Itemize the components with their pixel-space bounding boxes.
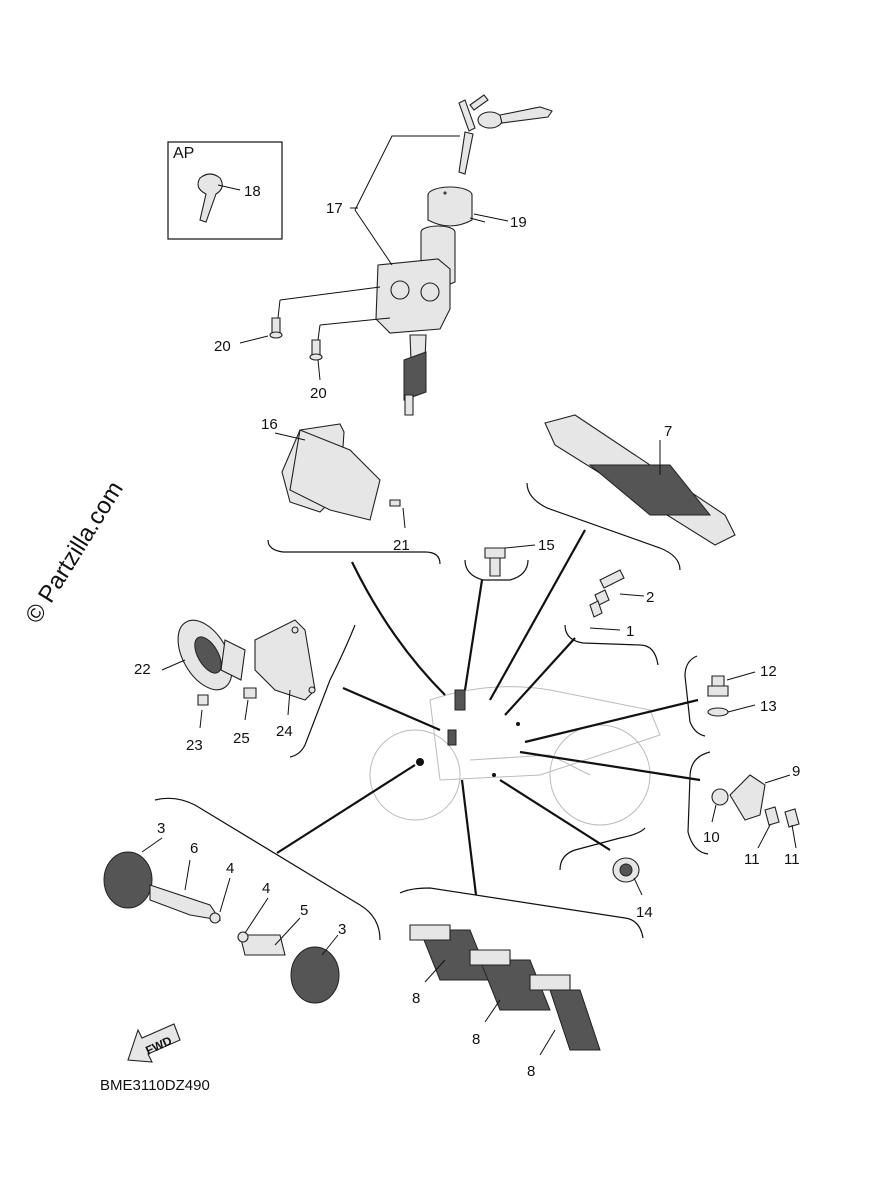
grommet-icon [612, 857, 640, 883]
callout-21: 21 [393, 537, 410, 554]
mirror-cap-icon [103, 851, 340, 1004]
callout-8c: 8 [527, 1063, 535, 1080]
callout-8a: 8 [412, 990, 420, 1007]
sensor-9-icon [711, 774, 800, 828]
callout-18: 18 [244, 183, 261, 200]
callout-19: 19 [510, 214, 527, 231]
callout-17: 17 [326, 200, 343, 217]
callout-9: 9 [792, 763, 800, 780]
callout-25: 25 [233, 730, 250, 747]
callout-4b: 4 [262, 880, 270, 897]
callout-23: 23 [186, 737, 203, 754]
ap-box-label: AP [173, 145, 194, 162]
callout-22: 22 [134, 661, 151, 678]
callout-13: 13 [760, 698, 777, 715]
watermark: © Partzilla.com [20, 477, 129, 628]
callout-12: 12 [760, 663, 777, 680]
callout-7: 7 [664, 423, 672, 440]
horn-icon [177, 619, 246, 691]
callout-16: 16 [261, 416, 278, 433]
bracket-6-icon [149, 884, 286, 956]
callout-20a: 20 [214, 338, 231, 355]
sensor-2-icon [589, 569, 625, 618]
sensor-12-icon [707, 675, 729, 717]
callout-3a: 3 [157, 820, 165, 837]
diagram-code: BME3110DZ490 [100, 1077, 210, 1094]
callout-6: 6 [190, 840, 198, 857]
injector-icon [409, 924, 601, 1051]
callout-1: 1 [626, 623, 634, 640]
callout-5: 5 [300, 902, 308, 919]
callout-10: 10 [703, 829, 720, 846]
callout-14: 14 [636, 904, 653, 921]
callout-20b: 20 [310, 385, 327, 402]
fwd-arrow-icon: FWD [127, 1023, 181, 1063]
callout-24: 24 [276, 723, 293, 740]
key-icon [197, 173, 223, 223]
horn-bracket-icon [254, 619, 316, 701]
meter-icon [544, 414, 736, 546]
callout-15: 15 [538, 537, 555, 554]
ap-box: AP 18 [167, 141, 283, 240]
sensor-icon [484, 547, 506, 577]
bolt-icon [269, 317, 323, 361]
callout-11a: 11 [744, 851, 760, 868]
bolt-23-icon [197, 687, 257, 706]
relay-icon [281, 423, 401, 521]
callout-8b: 8 [472, 1031, 480, 1048]
callout-2: 2 [646, 589, 654, 606]
callout-11b: 11 [784, 851, 800, 868]
motorcycle-outline [369, 686, 661, 826]
callout-4a: 4 [226, 860, 234, 877]
ignition-switch-icon [375, 94, 553, 416]
callout-3b: 3 [338, 921, 346, 938]
